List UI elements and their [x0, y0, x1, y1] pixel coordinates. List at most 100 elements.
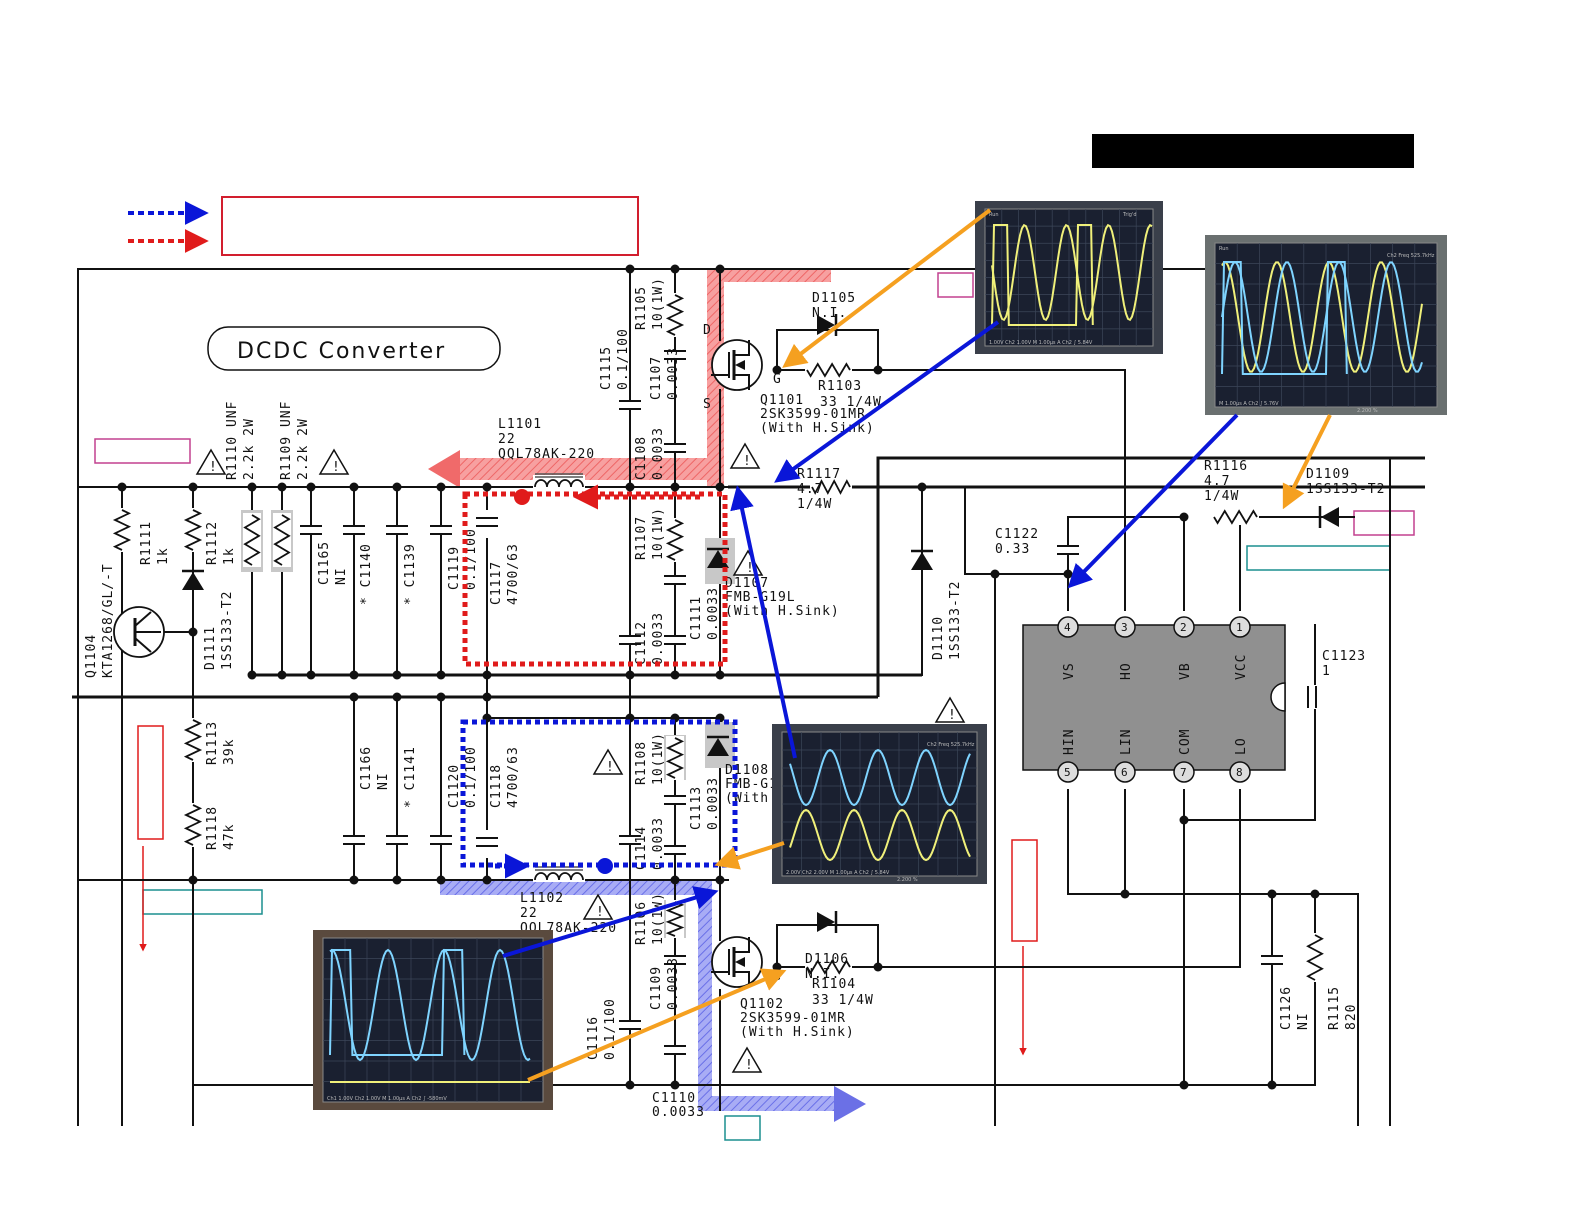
label-c1114: C1114 — [634, 826, 649, 870]
junction-dot — [1120, 889, 1130, 899]
junction-dot — [772, 365, 782, 375]
label-c1113: 0.0033 — [706, 777, 721, 830]
cap-bg — [663, 575, 687, 585]
diode — [1321, 507, 1339, 527]
resistor — [806, 959, 851, 975]
junction-dot — [392, 482, 402, 492]
junction-dot — [306, 670, 316, 680]
note-box-teal — [142, 889, 263, 915]
resistor — [183, 804, 203, 846]
label-d1109: D1109 — [1306, 467, 1350, 482]
label-c1109: 0.0033 — [666, 957, 681, 1010]
annotation-boxes — [94, 272, 1415, 1141]
cap-bg — [385, 525, 409, 535]
junction-dot — [873, 365, 883, 375]
junction-dot — [670, 875, 680, 885]
note-box-red — [1011, 839, 1038, 942]
label-l1102: L1102 — [520, 891, 564, 906]
ic-pin-3 — [1114, 616, 1136, 638]
label-c1108: C1108 — [634, 436, 649, 480]
ic-pin-7 — [1173, 761, 1195, 783]
junction-dot — [625, 1080, 635, 1090]
mosfet — [735, 957, 745, 967]
cap-bg — [342, 525, 366, 535]
label-q1101: Q1101 — [760, 393, 804, 408]
junction-dot — [117, 482, 127, 492]
ic-pin-8 — [1229, 761, 1251, 783]
resistor — [665, 737, 685, 779]
label-r1108: R1108 — [634, 741, 649, 785]
note-box-magenta — [94, 438, 191, 464]
label-q1102: Q1102 — [740, 997, 784, 1012]
cap-bg — [663, 443, 687, 453]
label-r1118: 47k — [222, 824, 237, 850]
junction-dot — [436, 692, 446, 702]
junction-dot — [247, 482, 257, 492]
label-c1108: 0.0033 — [651, 427, 666, 480]
title-box — [207, 326, 501, 371]
label-c1112: 0.0033 — [651, 612, 666, 665]
label-c1107: C1107 — [649, 356, 664, 400]
junction-dot — [715, 264, 725, 274]
label-c1119: C1119 — [447, 546, 462, 590]
label-r1109: 2.2k 2W — [296, 418, 311, 480]
junction-dot — [625, 482, 635, 492]
label-r1110: R1110 UNF — [225, 401, 240, 480]
pin-letter: S — [703, 397, 712, 412]
label-c1114: 0.0033 — [651, 817, 666, 870]
label-d1106: D1106 — [805, 952, 849, 967]
label-d1105: D1105 — [812, 291, 856, 306]
junction-dot — [277, 670, 287, 680]
label-r1108: 10(1W) — [651, 732, 666, 785]
warning-icon — [195, 448, 227, 475]
ic-pin-name: VS — [1062, 662, 1077, 680]
cap-bg — [618, 1020, 642, 1030]
label-r1117: 1/4W — [797, 497, 832, 512]
current-path-blue — [440, 881, 866, 1122]
label-r1117: 4.7 — [797, 482, 823, 497]
junction-dot — [247, 670, 257, 680]
cap-bg — [618, 635, 642, 645]
label-c1126: C1126 — [1279, 986, 1294, 1030]
scope-status: Run — [1219, 246, 1229, 252]
scope-trace — [789, 808, 971, 862]
scope-pct: 2.200 % — [1357, 408, 1378, 414]
junction-dot — [1310, 889, 1320, 899]
ic-pin-4 — [1057, 616, 1079, 638]
scope-trace — [789, 748, 971, 807]
label-r1110: 2.2k 2W — [242, 418, 257, 480]
cap-bg — [342, 835, 366, 845]
label-c1119: 0.1/100 — [464, 528, 479, 590]
label-c1115: 0.1/100 — [616, 328, 631, 390]
label-c1123: 1 — [1322, 664, 1331, 679]
label-d1107: D1107 — [725, 576, 769, 591]
label-c1110: 0.0033 — [652, 1105, 705, 1120]
label-r1109: R1109 UNF — [279, 401, 294, 480]
junction-dot — [670, 482, 680, 492]
cap-bg — [663, 350, 687, 360]
warning-icon: ! — [743, 454, 751, 469]
label-r1111: 1k — [156, 547, 171, 565]
scope-trace — [991, 223, 1153, 322]
junction-dot — [349, 670, 359, 680]
label-c1126: NI — [1296, 1012, 1311, 1030]
cap-bg — [663, 955, 687, 965]
diode — [817, 912, 835, 932]
label-r1103: R1103 — [818, 379, 862, 394]
scope-trace — [1221, 261, 1423, 373]
ic-pin-number: 5 — [1064, 766, 1071, 779]
warning-icon: ! — [332, 460, 340, 475]
resistor — [183, 509, 203, 551]
ic-pin-name: HO — [1119, 662, 1134, 680]
ic-pin-5 — [1057, 761, 1079, 783]
label-r1104: 33 1/4W — [812, 993, 874, 1008]
title-text: DCDC Converter — [237, 339, 446, 364]
junction-dot — [436, 670, 446, 680]
label-c1122: C1122 — [995, 527, 1039, 542]
scope-freq: Ch2 Freq 525.7kHz — [1387, 253, 1435, 259]
label-c1141: * C1141 — [403, 746, 418, 808]
resistor — [811, 479, 851, 495]
label-r1104: R1104 — [812, 977, 856, 992]
